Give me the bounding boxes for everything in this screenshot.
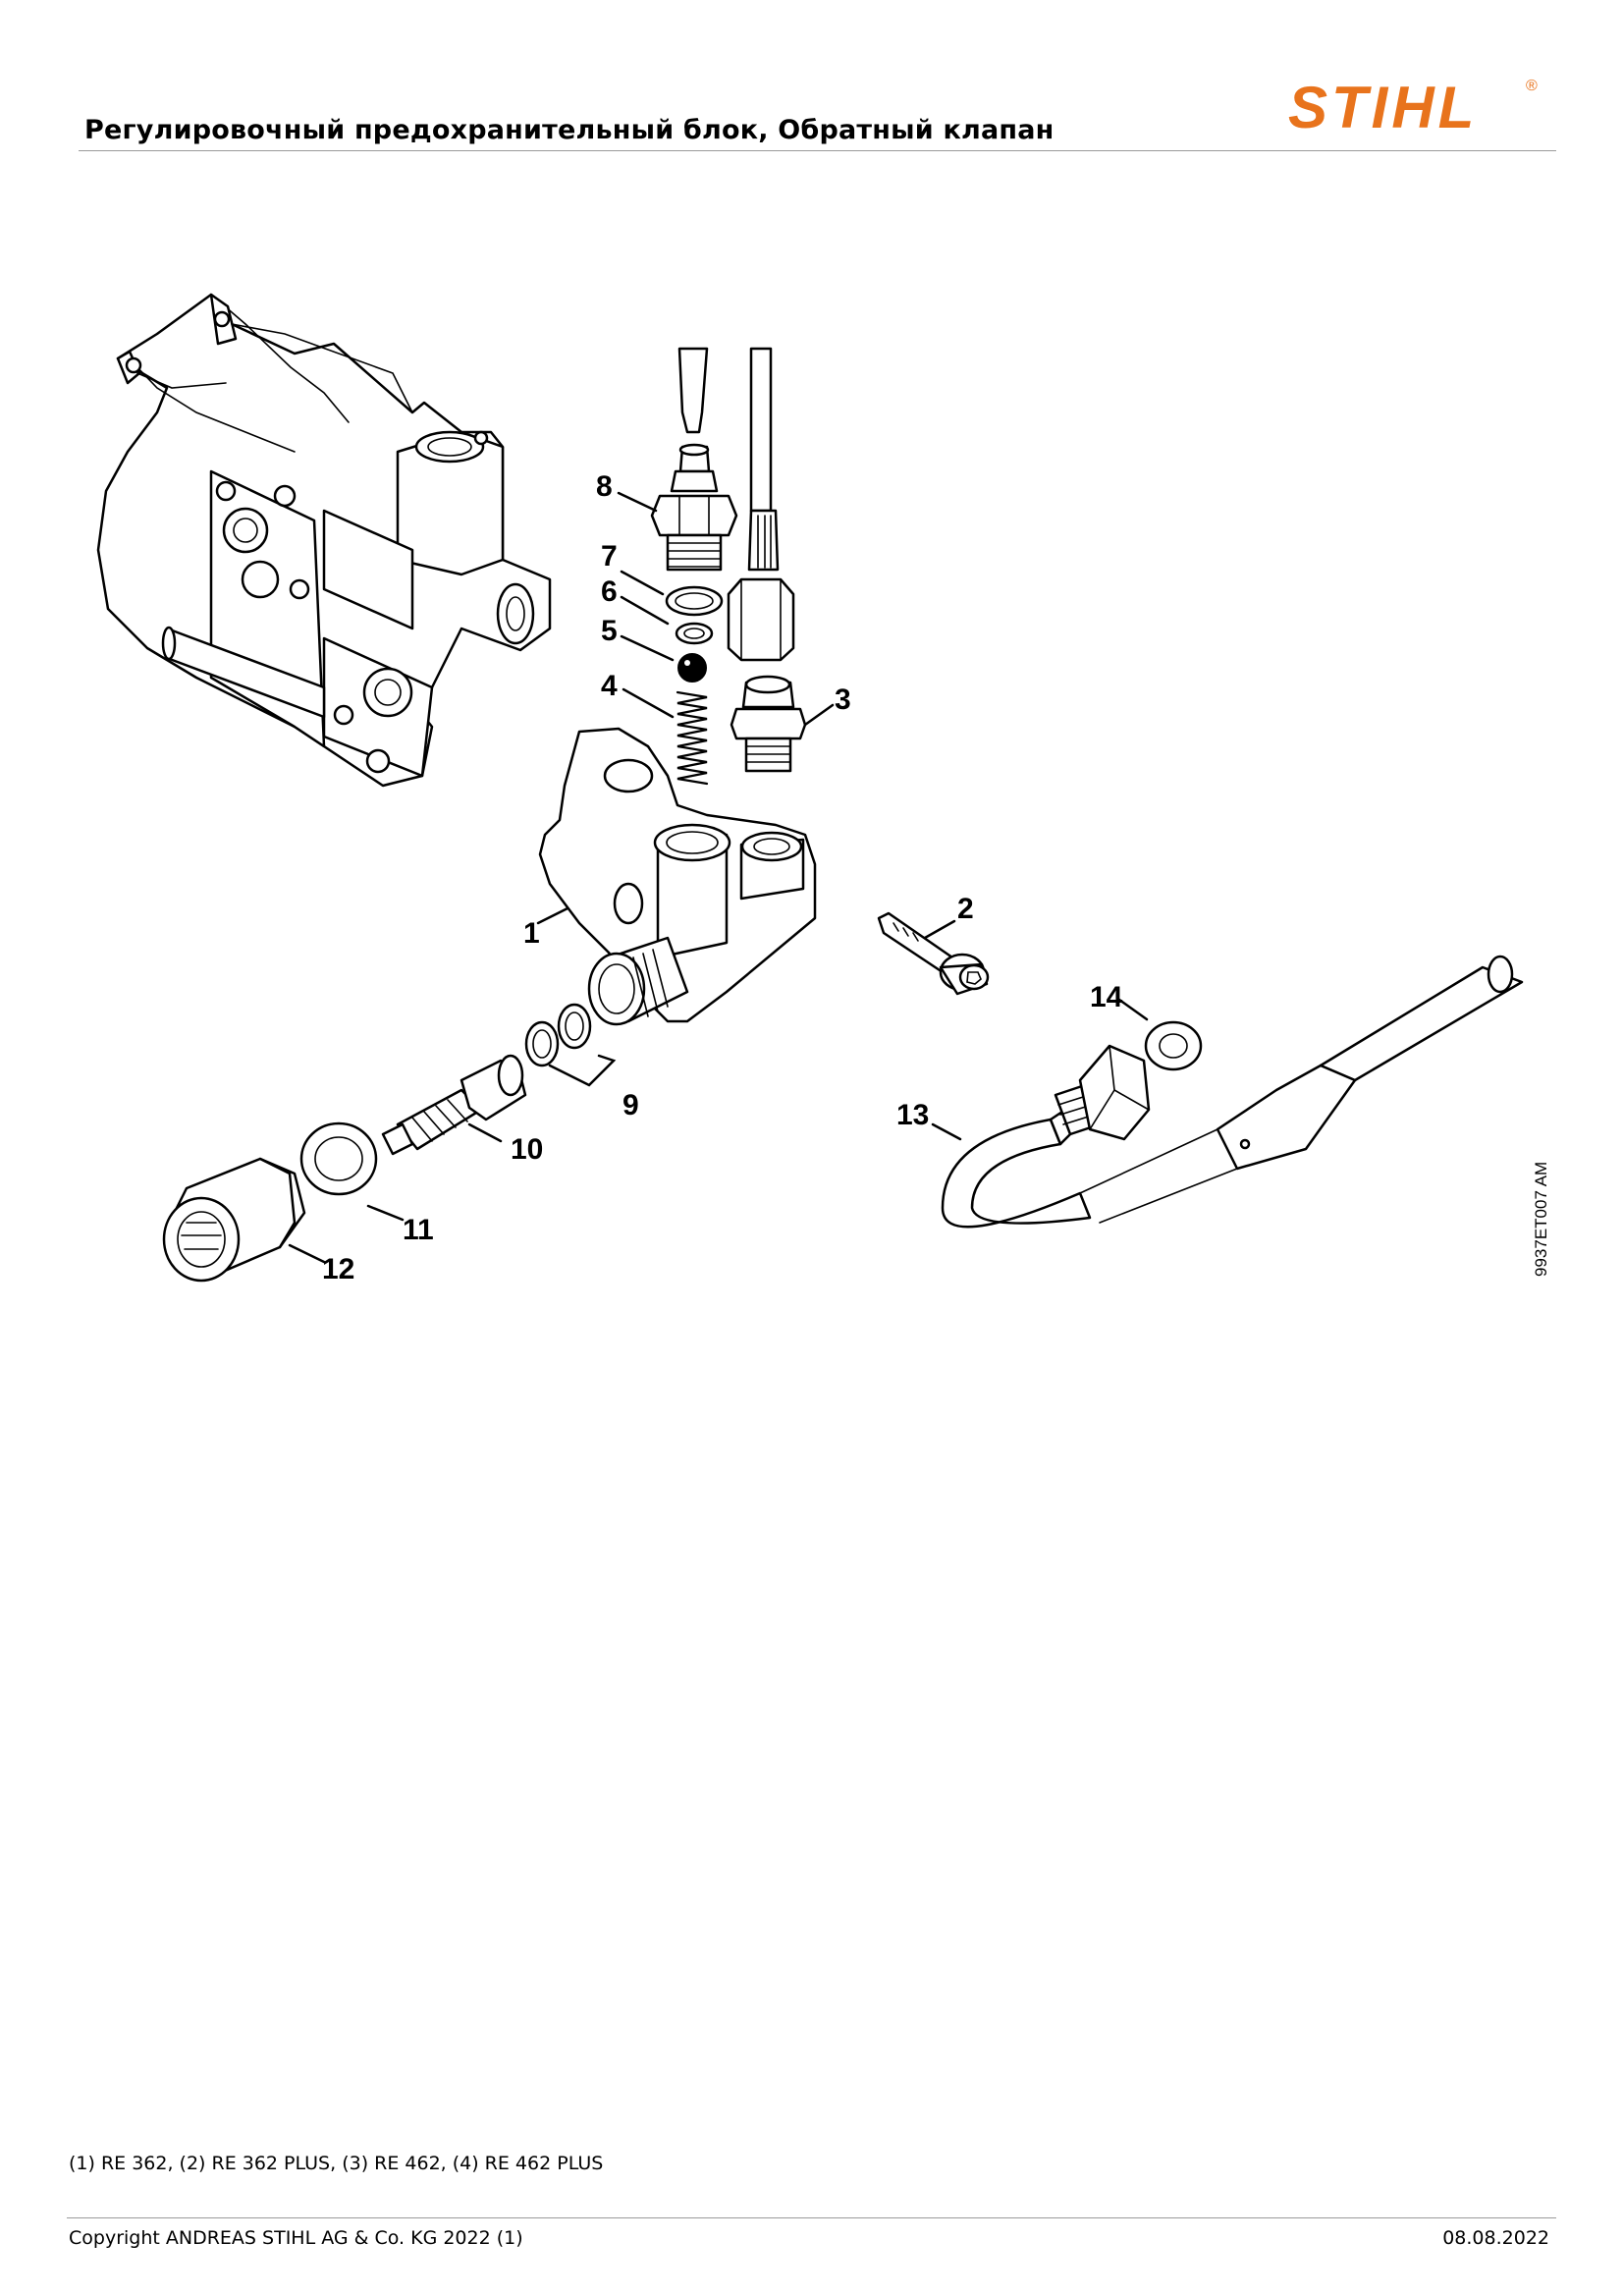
part-7-o-ring — [665, 585, 724, 617]
copyright-text: Copyright ANDREAS STIHL AG & Co. KG 2022… — [69, 2227, 523, 2249]
part-2-socket-screw — [877, 911, 990, 996]
part-5-ball-highlight — [684, 660, 690, 666]
part-9-o-ring-a — [524, 1020, 560, 1067]
part-9-leader — [548, 1054, 617, 1087]
callout-10: 10 — [511, 1133, 543, 1166]
callout-1: 1 — [523, 917, 540, 950]
part-10-check-valve — [381, 1054, 527, 1156]
part-5-ball — [677, 653, 707, 683]
callout-5: 5 — [601, 615, 618, 647]
part-3-union-fitting — [730, 675, 807, 773]
callout-9: 9 — [622, 1089, 639, 1121]
callout-6: 6 — [601, 575, 618, 608]
pump-housing — [96, 293, 552, 788]
part-14-washer — [1144, 1020, 1203, 1071]
exploded-parts-diagram: 1 2 3 4 5 6 7 8 9 10 11 12 13 14 — [96, 293, 1524, 1285]
callout-8: 8 — [596, 470, 613, 503]
callout-4: 4 — [601, 670, 618, 702]
part-6-seal-ring — [675, 622, 714, 645]
part-8-hose-nipple — [650, 443, 738, 572]
part-1-valve-block — [538, 727, 817, 1026]
stihl-logo: STIHL ® — [1288, 75, 1538, 140]
hose-top-right — [727, 347, 795, 662]
part-9-o-ring-b-inner — [565, 1011, 584, 1041]
footer-date: 08.08.2022 — [1442, 2227, 1549, 2249]
part-4-spring — [676, 690, 709, 786]
drawing-reference-code: 9937ET007 AM — [1532, 1161, 1550, 1277]
footer-divider — [67, 2217, 1556, 2218]
callout-leaders — [288, 491, 1149, 1264]
callout-11: 11 — [403, 1214, 434, 1246]
callout-13: 13 — [896, 1099, 929, 1131]
part-14-washer-inner — [1159, 1033, 1188, 1059]
callout-14: 14 — [1090, 981, 1123, 1013]
part-13-pipe-assembly — [941, 955, 1524, 1229]
part-9-o-ring-a-inner — [532, 1029, 552, 1059]
part-11-washer — [299, 1121, 378, 1196]
part-6-seal-ring-inner — [683, 628, 705, 639]
logo-registered-mark: ® — [1526, 78, 1538, 94]
part-7-o-ring-inner — [675, 592, 714, 610]
callout-3: 3 — [835, 683, 851, 716]
part-11-washer-inner — [314, 1136, 363, 1181]
hose-top-left — [677, 347, 709, 434]
header-divider — [79, 150, 1556, 151]
part-9-o-ring-b — [557, 1003, 592, 1050]
callout-7: 7 — [601, 540, 618, 573]
models-note: (1) RE 362, (2) RE 362 PLUS, (3) RE 462,… — [69, 2153, 604, 2174]
page-title: Регулировочный предохранительный блок, О… — [84, 115, 1055, 145]
callout-12: 12 — [322, 1253, 354, 1285]
part-12-threaded-nut — [162, 1157, 306, 1283]
callout-2: 2 — [957, 893, 974, 925]
callout-numbers: 1 2 3 4 5 6 7 8 9 10 11 12 13 14 — [322, 470, 1123, 1285]
logo-wordmark: STIHL — [1288, 75, 1478, 140]
